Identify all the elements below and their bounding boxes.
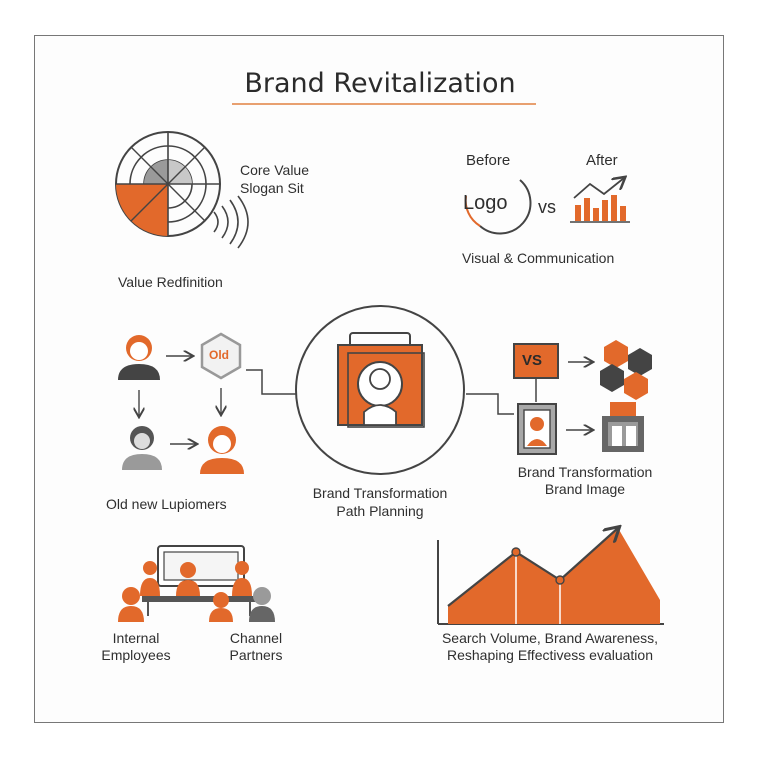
portrait-frame-icon-small bbox=[517, 403, 557, 455]
growth-chart-icon bbox=[437, 528, 664, 625]
internal-label-line2: Employees bbox=[101, 647, 171, 663]
meeting-icon bbox=[118, 545, 275, 622]
center-caption-line2: Path Planning bbox=[336, 503, 424, 519]
channel-label-line2: Partners bbox=[229, 647, 283, 663]
vs-badge-box bbox=[513, 343, 559, 379]
logo-circle-icon bbox=[464, 179, 532, 235]
person-icon-old bbox=[118, 335, 160, 380]
bar-chart-icon bbox=[570, 178, 630, 223]
channel-label-line1: Channel bbox=[229, 630, 283, 646]
metrics-caption-line1: Search Volume, Brand Awareness, bbox=[441, 630, 659, 646]
connector-left bbox=[246, 369, 296, 395]
building-icon bbox=[602, 402, 644, 452]
target-radar-icon bbox=[115, 131, 221, 237]
before-label: Before bbox=[466, 152, 511, 169]
logo-text: Logo bbox=[463, 192, 508, 214]
person-icon-gray bbox=[122, 426, 162, 470]
portrait-frame-icon bbox=[295, 305, 465, 475]
sound-waves-icon bbox=[213, 195, 249, 249]
connector-right bbox=[466, 393, 514, 415]
after-label: After bbox=[586, 152, 618, 169]
person-icon-new bbox=[200, 426, 244, 474]
vs-label: vs bbox=[538, 197, 556, 217]
hexagon-icon bbox=[200, 332, 242, 380]
slogan-label: Slogan Sit bbox=[240, 180, 304, 196]
core-value-label: Core Value bbox=[240, 162, 310, 178]
value-redefinition-caption: Value Redfinition bbox=[118, 274, 223, 290]
brand-image-caption-line2: Brand Image bbox=[544, 481, 626, 497]
customers-caption: Old new Lupiomers bbox=[106, 496, 227, 512]
hexagon-cluster-icon bbox=[600, 340, 652, 400]
visual-communication-caption: Visual & Communication bbox=[462, 250, 615, 266]
old-badge-label: Old bbox=[209, 348, 229, 362]
brand-image-caption-line1: Brand Transformation bbox=[517, 464, 653, 480]
metrics-caption-line2: Reshaping Effectivess evaluation bbox=[447, 647, 653, 663]
diagram-title: Brand Revitalization bbox=[244, 68, 516, 99]
vs-badge-label: VS bbox=[522, 352, 543, 369]
center-caption-line1: Brand Transformation bbox=[312, 485, 448, 501]
internal-label-line1: Internal bbox=[112, 630, 160, 646]
